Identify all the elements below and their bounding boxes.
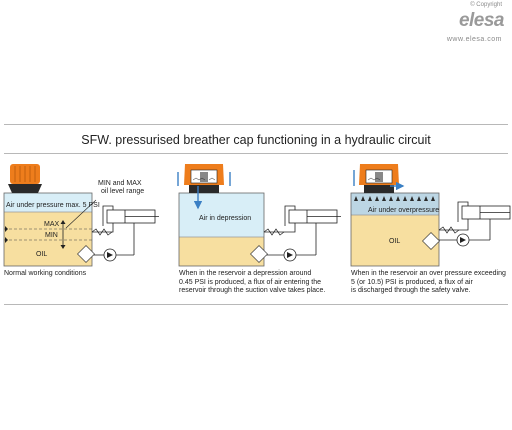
- air-space: [4, 193, 92, 212]
- diagram-title: SFW. pressurised breather cap functionin…: [81, 133, 431, 147]
- elesa-logo: elesa: [458, 10, 505, 31]
- cap-black-base: [8, 184, 42, 193]
- caption-panel3: When in the reservoir an over pressure e…: [351, 270, 506, 296]
- hydraulic-circuit: [77, 205, 159, 263]
- cap-black-base: [189, 185, 219, 193]
- hydraulic-circuit: [250, 205, 341, 263]
- caption-line: Normal working conditions: [4, 270, 87, 277]
- oil-label: OIL: [389, 238, 400, 245]
- max-label: MAX: [44, 221, 60, 228]
- caption-line: 0.45 PSI is produced, a flux of air ente…: [179, 278, 322, 286]
- caption-line: When in the reservoir a depression aroun…: [179, 270, 312, 277]
- breather-cap: [8, 164, 42, 193]
- air-space: [351, 193, 439, 215]
- pressure-arrows: [354, 196, 435, 201]
- air-overpressure-label: Air under overpressure: [368, 207, 439, 214]
- copyright-text: © Copyright: [470, 2, 502, 8]
- caption-line: When in the reservoir an over pressure e…: [351, 270, 506, 277]
- air-space: [179, 193, 264, 237]
- oil-space: [4, 212, 92, 266]
- caption-line: reservoir through the suction valve take…: [179, 287, 326, 295]
- range-note-line1: MIN and MAX: [98, 180, 142, 187]
- range-note-line2: oil level range: [101, 188, 144, 195]
- range-note-pointer: [65, 199, 97, 229]
- min-label: MIN: [45, 232, 58, 239]
- breather-cap-section: [353, 164, 405, 193]
- caption-line: is discharged through the safety valve.: [351, 287, 471, 295]
- website-url: www.elesa.com: [446, 36, 502, 43]
- panel-depression: [177, 164, 341, 267]
- panel-overpressure: [350, 164, 511, 267]
- reservoir: [350, 192, 440, 267]
- bottom-divider: [4, 304, 508, 305]
- air-pressure-label: Air under pressure max. 5 PSI: [6, 202, 100, 209]
- reservoir: [3, 192, 97, 267]
- air-depression-label: Air in depression: [199, 215, 251, 222]
- caption-panel2: When in the reservoir a depression aroun…: [179, 270, 325, 296]
- oil-label: OIL: [36, 251, 47, 258]
- reservoir: [178, 192, 265, 267]
- oil-space: [179, 237, 264, 266]
- top-divider: [4, 124, 508, 125]
- cap-black-base: [364, 185, 394, 193]
- panel-normal-conditions: [3, 164, 159, 267]
- caption-line: 5 (or 10.5) PSI is produced, a flux of a…: [351, 278, 473, 286]
- caption-panel1: Normal working conditions: [4, 270, 86, 279]
- hydraulic-circuit: [422, 201, 511, 250]
- breather-cap-section: [177, 164, 231, 210]
- title-divider: [4, 153, 508, 154]
